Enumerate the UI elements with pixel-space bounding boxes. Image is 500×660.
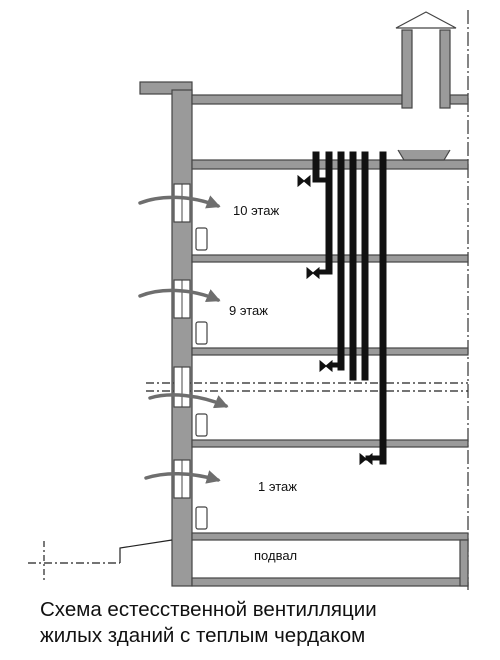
caption-line-2: жилых зданий с теплым чердаком xyxy=(40,624,366,647)
attic-roof-slab-right xyxy=(449,94,469,105)
attic-roof-slab xyxy=(191,94,403,105)
caption-line-1: Схема естесственной вентилляции xyxy=(40,598,377,621)
basement-label: подвал xyxy=(254,548,297,563)
radiators xyxy=(195,227,208,530)
ground-line xyxy=(28,539,173,580)
attic-collector xyxy=(397,149,451,161)
break-line xyxy=(146,382,468,392)
floor-slabs xyxy=(191,254,469,541)
airflow-arrows xyxy=(138,195,229,484)
roof-exhaust-shafts xyxy=(395,11,457,109)
ventilation-ducts xyxy=(312,151,387,465)
exhaust-grilles xyxy=(297,174,373,466)
floor-1-label: 1 этаж xyxy=(258,479,297,494)
basement xyxy=(191,539,469,587)
windows xyxy=(173,183,191,499)
floor-10-label: 10 этаж xyxy=(233,203,279,218)
diagram-caption: Схема естесственной вентилляции жилых зд… xyxy=(40,597,490,649)
building-wall xyxy=(139,81,193,587)
floor-9-label: 9 этаж xyxy=(229,303,268,318)
